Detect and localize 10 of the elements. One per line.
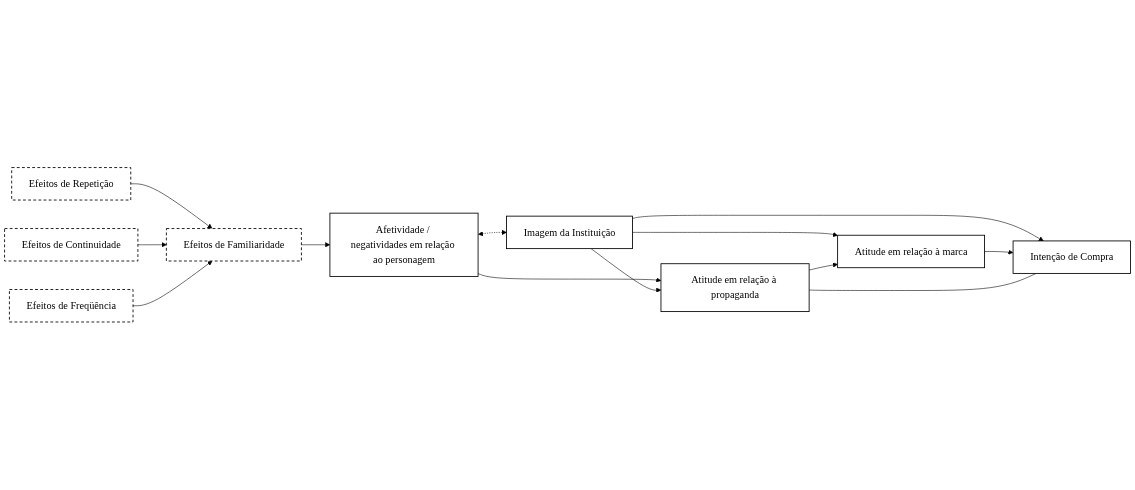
node-box: Efeitos de Continuidade [4, 228, 139, 262]
connector [808, 273, 1037, 291]
node-box: Intenção de Compra [1012, 240, 1131, 275]
node-box: Atitude em relação à propaganda [660, 263, 810, 313]
node-box: Efeitos de Freqüência [9, 289, 134, 323]
node-box: Efeitos de Repetição [11, 167, 132, 201]
node-box: Imagem da Instituição [506, 215, 633, 250]
node-box: Efeitos de Familiaridade [165, 228, 302, 262]
node-box: Atitude em relação à marca [837, 235, 985, 269]
node-box: Afetividade / negatividades em relação ao personagem [329, 212, 479, 278]
